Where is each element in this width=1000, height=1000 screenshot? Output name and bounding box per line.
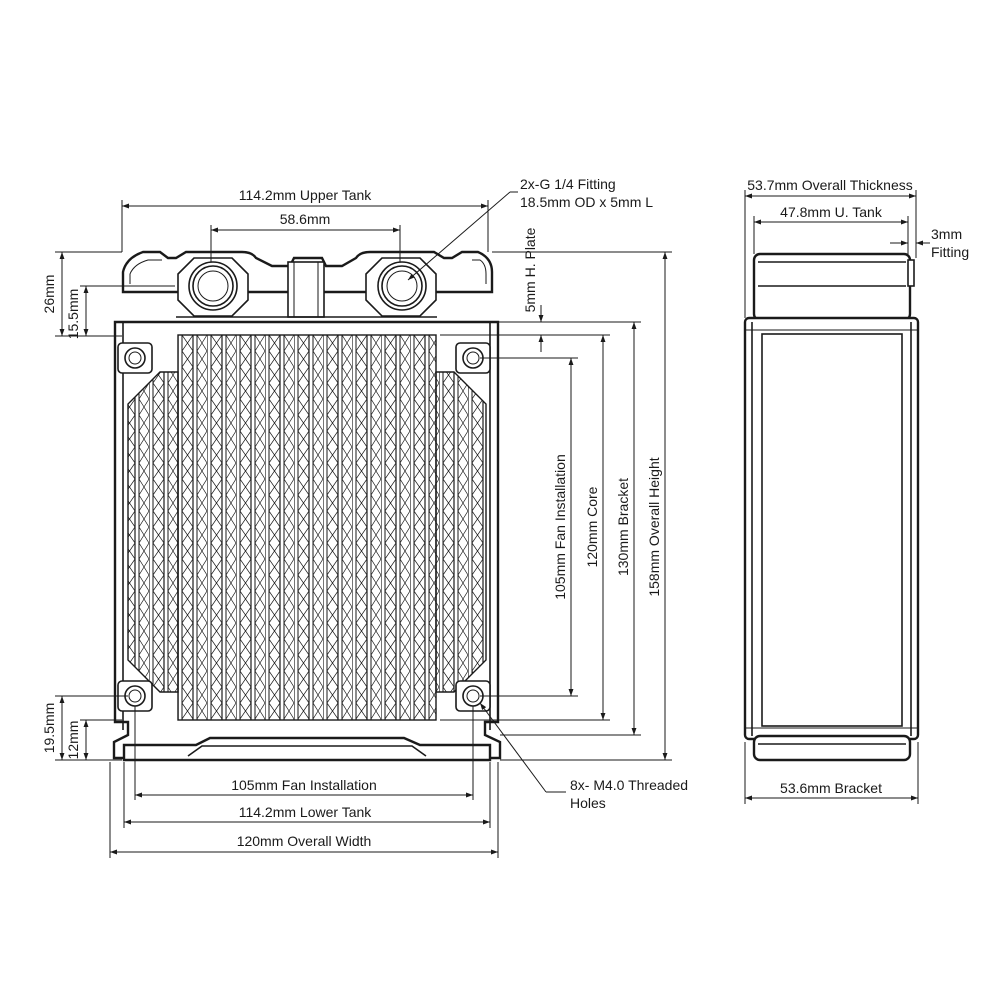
side-view: [743, 252, 920, 762]
label-core: 120mm Core: [584, 486, 600, 567]
label-overall-height: 158mm Overall Height: [646, 457, 662, 596]
label-overall-thickness: 53.7mm Overall Thickness: [747, 177, 912, 193]
side-upper-tank: [752, 252, 912, 322]
fitting-port-left: [177, 257, 249, 317]
label-19-5mm: 19.5mm: [41, 703, 57, 754]
label-12mm: 12mm: [65, 721, 81, 760]
radiator-core-fins: [177, 334, 437, 721]
label-15-5mm: 15.5mm: [65, 289, 81, 340]
upper-tank-neck: [287, 261, 325, 318]
threaded-hole-top-left: [117, 342, 153, 374]
label-holes-2: Holes: [570, 795, 606, 811]
label-holes-1: 8x- M4.0 Threaded: [570, 777, 688, 793]
label-fan-installation-h: 105mm Fan Installation: [231, 777, 377, 793]
fitting-port-right: [365, 257, 437, 317]
core-side-left: [127, 371, 179, 693]
front-dimensions: 114.2mm Upper Tank 58.6mm 2x-G 1/4 Fitti…: [41, 176, 688, 858]
front-view: [112, 250, 502, 762]
label-26mm: 26mm: [41, 275, 57, 314]
label-fitting-spacing: 58.6mm: [280, 211, 331, 227]
upper-tank-inner-edge: [129, 259, 487, 284]
side-core: [761, 333, 903, 727]
core-side-right: [435, 371, 487, 693]
label-bracket-h: 53.6mm Bracket: [780, 780, 882, 796]
label-h-plate: 5mm H. Plate: [522, 227, 538, 312]
label-overall-width: 120mm Overall Width: [237, 833, 372, 849]
label-3mm: 3mm: [931, 226, 962, 242]
label-u-tank: 47.8mm U. Tank: [780, 204, 883, 220]
label-lower-tank: 114.2mm Lower Tank: [239, 804, 373, 820]
label-fitting-callout-2: 18.5mm OD x 5mm L: [520, 194, 653, 210]
label-fitting: Fitting: [931, 244, 969, 260]
label-bracket-v: 130mm Bracket: [615, 478, 631, 576]
side-dimensions: 53.7mm Overall Thickness 47.8mm U. Tank …: [744, 177, 969, 804]
label-upper-tank: 114.2mm Upper Tank: [239, 187, 373, 203]
side-fitting-stub: [907, 259, 915, 287]
lower-tank: [122, 736, 492, 762]
side-lower-tank: [752, 734, 912, 762]
label-fan-installation-v: 105mm Fan Installation: [552, 454, 568, 600]
label-fitting-callout-1: 2x-G 1/4 Fitting: [520, 176, 616, 192]
